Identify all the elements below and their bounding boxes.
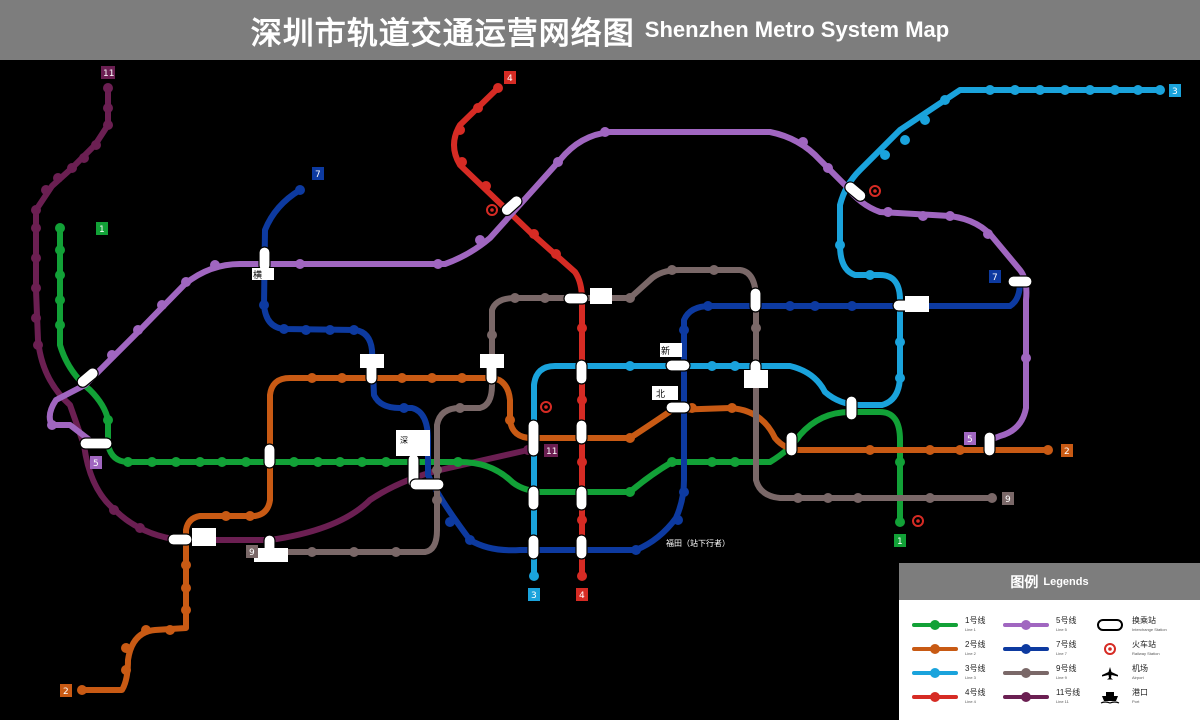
station-name-tags <box>192 268 929 562</box>
page-title-cn: 深圳市轨道交通运营网络图 <box>250 15 635 51</box>
svg-text:2: 2 <box>1064 447 1070 457</box>
line-4-stations <box>455 83 587 581</box>
svg-text:11: 11 <box>546 447 557 457</box>
map-annotation: 福田（站下行者） <box>666 538 730 548</box>
line-11-stations <box>31 83 533 533</box>
railway-station-icon <box>1104 643 1116 655</box>
line-5-stations <box>47 127 1031 430</box>
legend-title-cn: 图例 <box>1010 573 1039 590</box>
interchange-icon <box>1097 619 1123 631</box>
svg-text:3: 3 <box>531 591 537 601</box>
station-label-heng: 横 <box>253 269 262 280</box>
svg-text:1: 1 <box>897 537 903 547</box>
svg-text:1: 1 <box>99 225 105 235</box>
svg-text:2: 2 <box>63 687 69 697</box>
airplane-icon <box>1102 667 1118 680</box>
svg-text:4: 4 <box>507 74 513 84</box>
station-label-shen: 深 <box>400 436 408 445</box>
svg-text:11: 11 <box>103 69 114 79</box>
line-2-stations <box>77 373 1053 695</box>
legend-header: 图例 Legends <box>899 563 1200 600</box>
line-1-stations <box>55 223 905 527</box>
svg-text:9: 9 <box>1005 495 1011 505</box>
line-3-route[interactable] <box>531 87 1163 579</box>
svg-text:9: 9 <box>249 548 255 558</box>
svg-text:4: 4 <box>579 591 585 601</box>
page-header: 深圳市轨道交通运营网络图 Shenzhen Metro System Map <box>0 0 1200 60</box>
svg-text:3: 3 <box>1172 87 1178 97</box>
station-label-bei: 北 <box>656 389 665 399</box>
legend-title-en: Legends <box>1043 575 1089 588</box>
line-7-stations <box>259 185 1025 555</box>
line-3-stations <box>529 85 1165 581</box>
line-number-badges: 11 1 7 4 3 7 5 11 5 2 9 1 9 3 4 2 <box>60 66 1181 697</box>
line-5-route[interactable] <box>46 129 1030 448</box>
railway-station-icons <box>486 185 924 527</box>
page-title-en: Shenzhen Metro System Map <box>644 17 950 42</box>
ship-icon <box>1100 692 1120 704</box>
line-9-stations <box>307 265 997 557</box>
line-1-route[interactable] <box>57 225 903 525</box>
svg-text:7: 7 <box>992 273 998 283</box>
station-label-xin: 新 <box>661 345 670 356</box>
svg-text:7: 7 <box>315 170 321 180</box>
interchange-stations[interactable] <box>75 180 1033 560</box>
line-11-route[interactable] <box>33 85 531 543</box>
svg-text:5: 5 <box>967 435 973 445</box>
svg-text:5: 5 <box>93 459 99 469</box>
